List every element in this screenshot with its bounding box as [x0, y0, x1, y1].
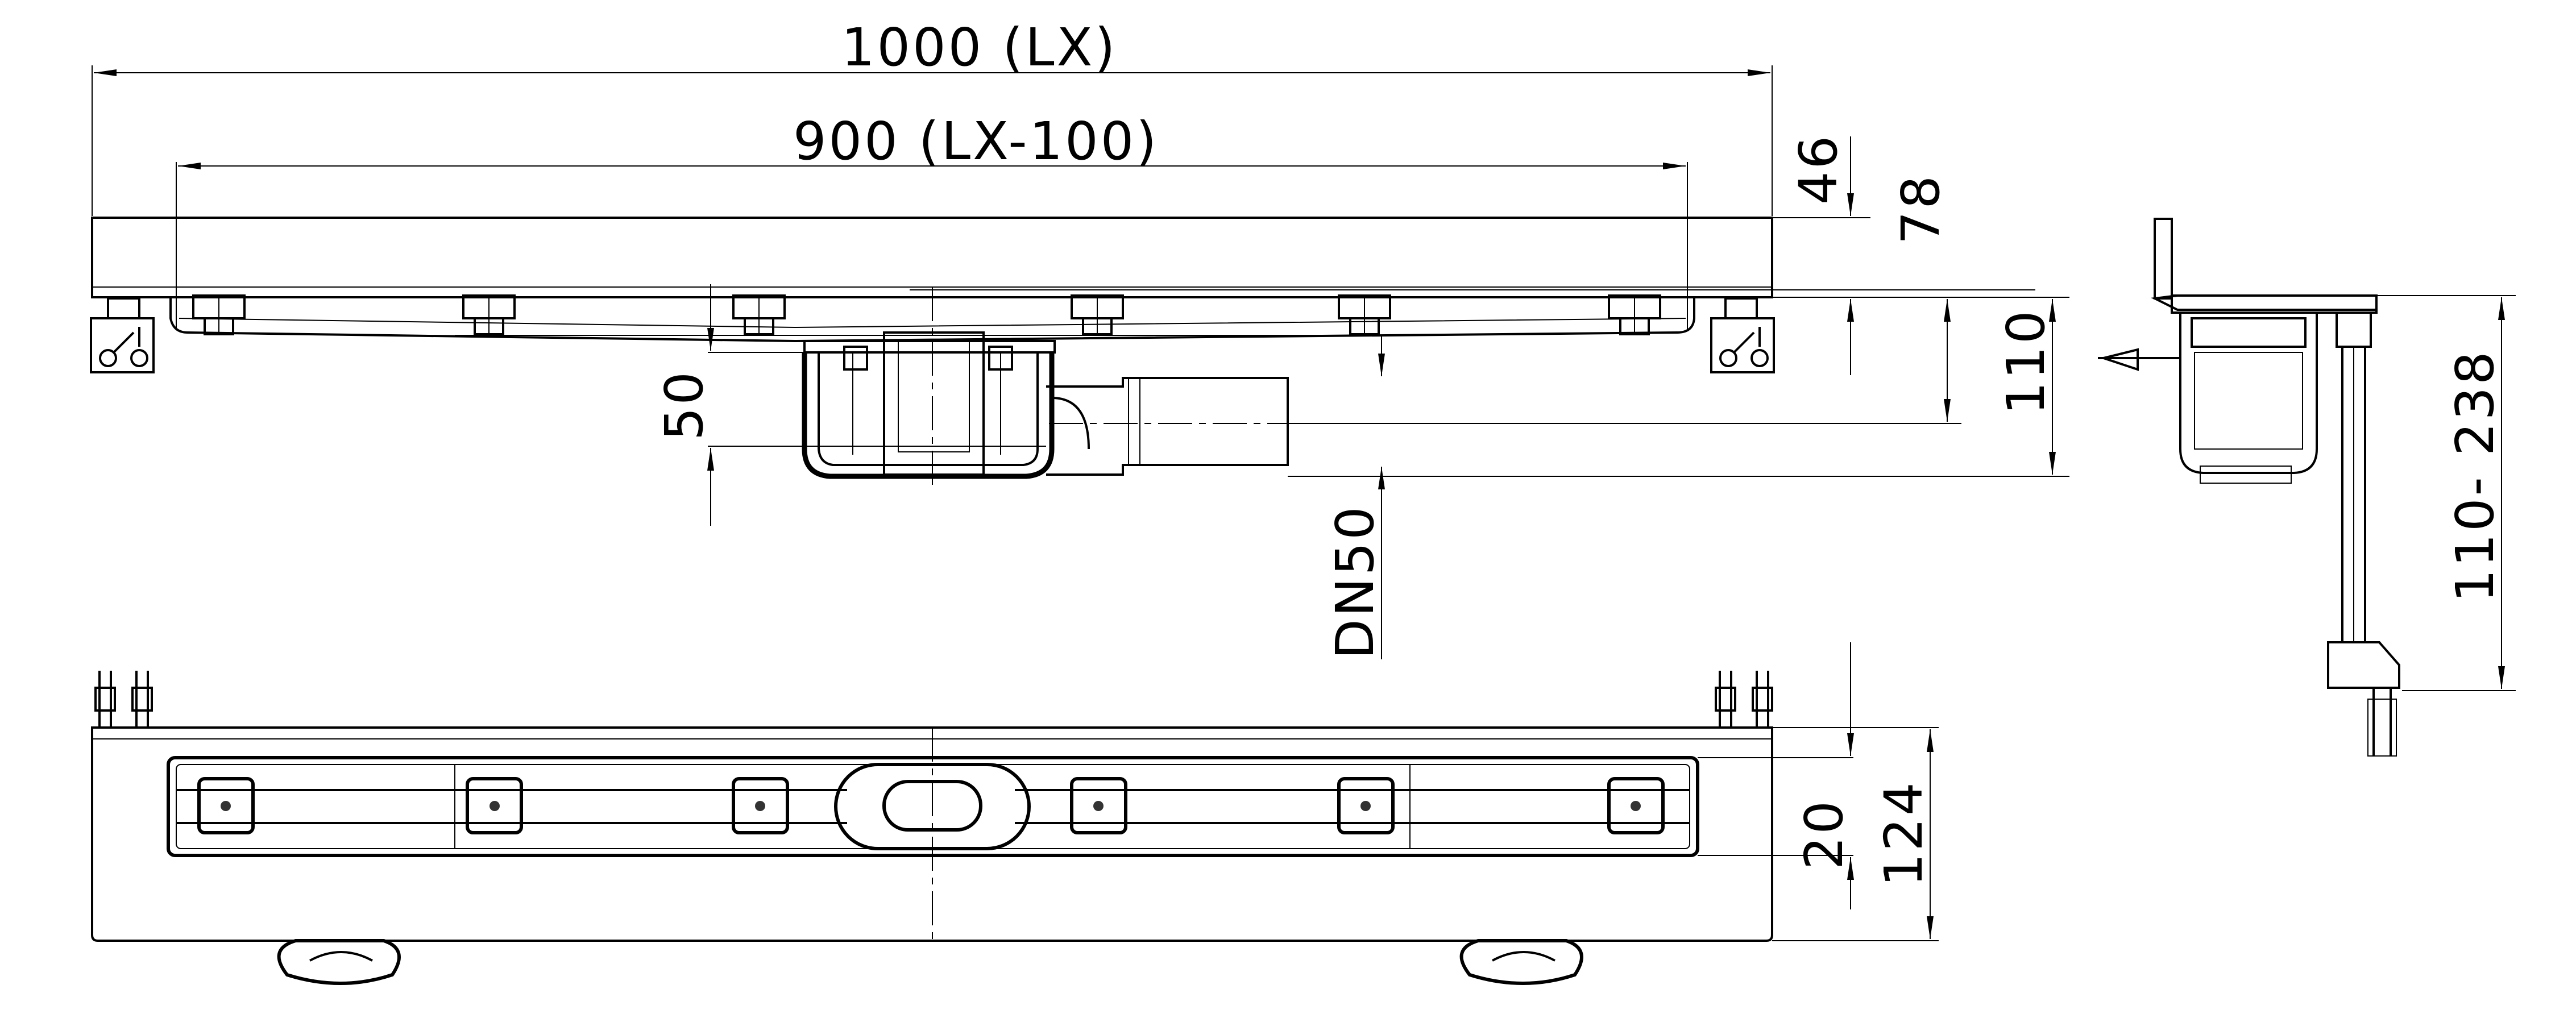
- width-20-label: 20: [1794, 799, 1855, 870]
- height-46-label: 46: [1788, 134, 1849, 205]
- channel-body: [169, 297, 1695, 343]
- width-124-label: 124: [1873, 780, 1934, 887]
- dimension-lines: 1000 (LX) 900 (LX-100) 46 78 110 50 DN50: [92, 17, 2069, 659]
- right-leg: [1710, 297, 1775, 373]
- fixing-brackets: [192, 294, 1661, 335]
- top-anchors: [94, 671, 1773, 728]
- siphon-trap: [802, 331, 1289, 479]
- bottom-feet: [277, 939, 1583, 985]
- side-elevation-view: [90, 162, 2035, 489]
- plan-view: 20 124: [91, 642, 1939, 985]
- frame-outline: [91, 726, 1773, 942]
- outlet-height-label: 50: [654, 369, 715, 441]
- height-110-label: 110: [1996, 308, 2056, 415]
- fixing-points: [197, 777, 1665, 834]
- inner-length-label: 900 (LX-100): [793, 111, 1159, 172]
- height-78-label: 78: [1890, 173, 1951, 244]
- grate-plate: [91, 217, 1773, 298]
- adjust-range-label: 110- 238: [2445, 349, 2506, 603]
- outlet-size-label: DN50: [1325, 504, 1386, 659]
- overall-length-label: 1000 (LX): [841, 17, 1117, 78]
- left-leg: [90, 297, 155, 373]
- cross-section-view: 110- 238: [2098, 218, 2516, 757]
